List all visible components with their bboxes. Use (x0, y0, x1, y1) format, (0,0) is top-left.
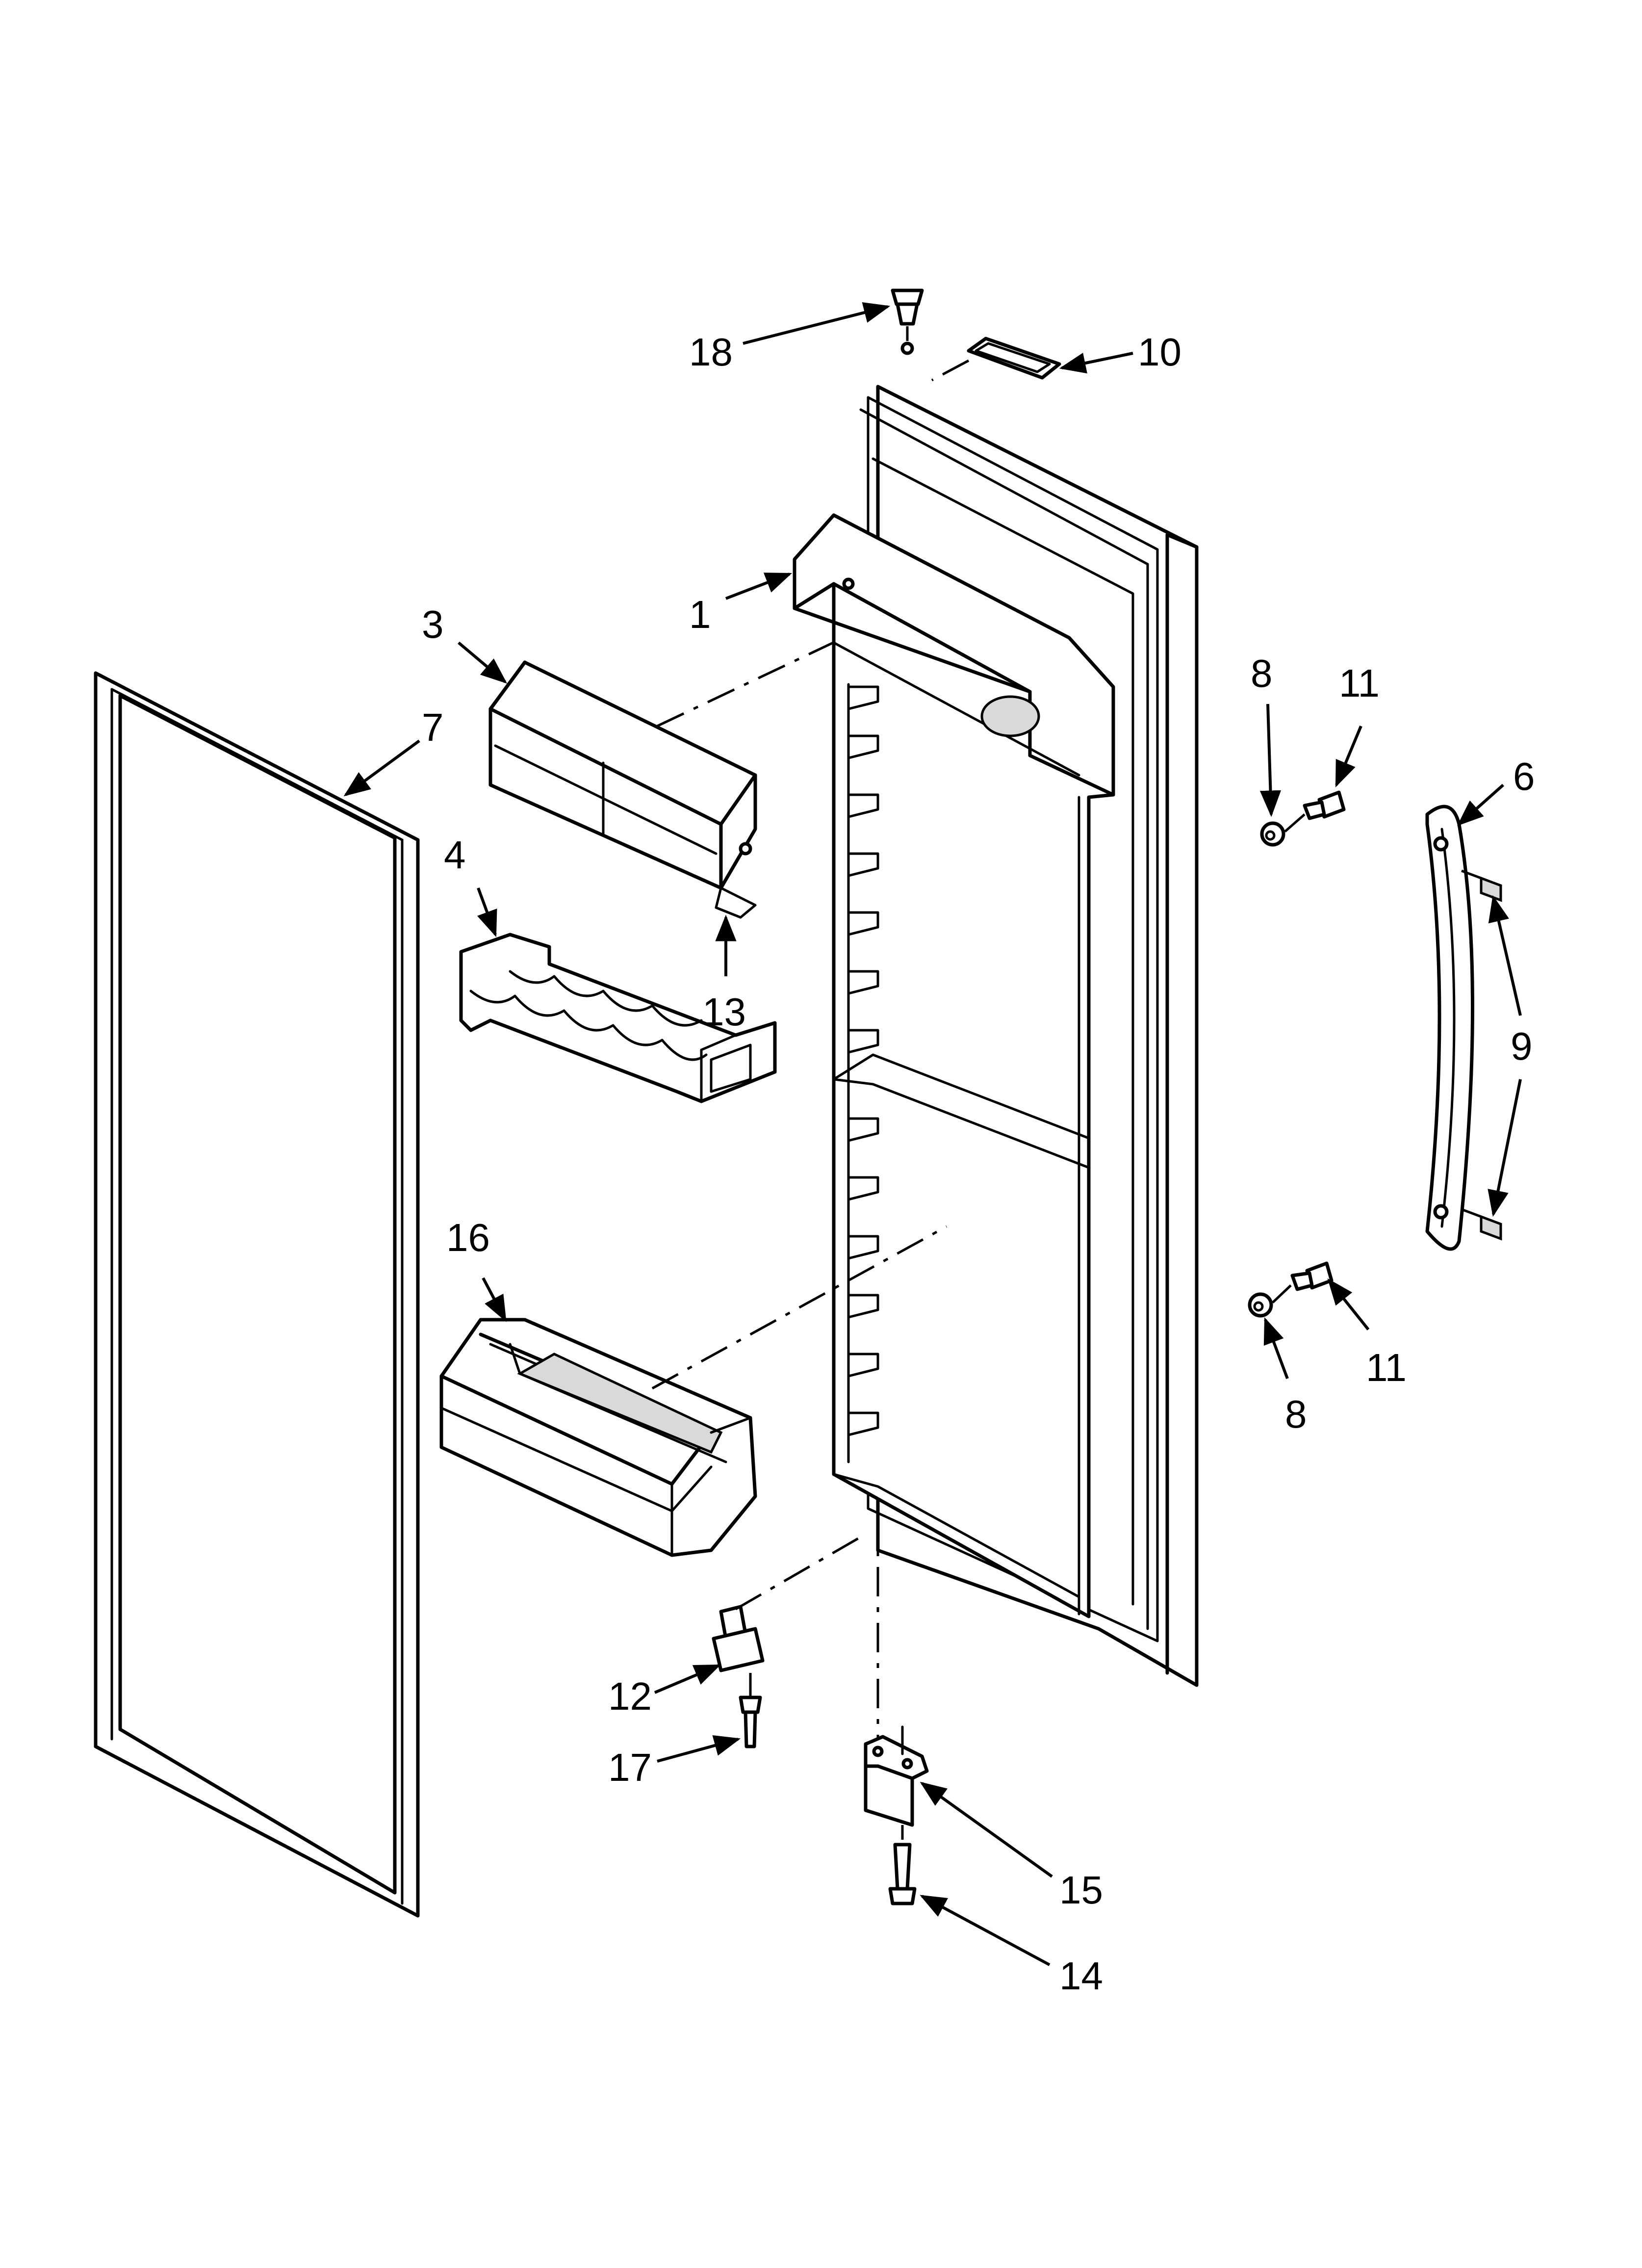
tray-part-4 (459, 933, 777, 1103)
cover-part-3 (488, 636, 845, 919)
callout-8-upper: 8 (1251, 652, 1273, 695)
setscrew-part-9-lower (1461, 1208, 1502, 1241)
hinge-bracket-part-15 (864, 1511, 929, 1827)
hinge-pin-part-12 (712, 1534, 864, 1697)
callout-18: 18 (689, 330, 733, 374)
callout-13: 13 (702, 990, 746, 1034)
screw-part-11-lower (1290, 1261, 1334, 1291)
washer-part-8-upper (1260, 813, 1306, 847)
screw-part-11-upper (1303, 790, 1346, 820)
callout-labels: 18 10 1 3 7 8 11 6 4 13 9 16 11 8 12 17 … (422, 330, 1535, 1998)
callout-14: 14 (1059, 1954, 1103, 1998)
washer-part-8-lower (1248, 1284, 1292, 1318)
callout-1: 1 (689, 593, 711, 636)
callout-11-lower: 11 (1366, 1346, 1407, 1389)
plug-part-18 (891, 288, 924, 355)
callout-6: 6 (1513, 755, 1535, 798)
leader-lines (343, 302, 1522, 1966)
callout-7: 7 (422, 705, 444, 749)
callout-12: 12 (608, 1674, 652, 1718)
callout-3: 3 (422, 602, 444, 646)
callout-15: 15 (1059, 1868, 1103, 1912)
callout-11-upper: 11 (1339, 661, 1380, 705)
callout-10: 10 (1138, 330, 1181, 374)
screw-part-17 (739, 1695, 762, 1748)
handle-part-6 (1425, 805, 1474, 1251)
callout-17: 17 (608, 1746, 652, 1789)
door-bin-part-16 (439, 1225, 948, 1557)
callout-4: 4 (444, 833, 466, 877)
door-gasket-part-7 (94, 671, 420, 1918)
cap-part-10 (931, 337, 1061, 382)
door-liner-part-1 (793, 385, 1199, 1687)
screw-part-14 (888, 1825, 917, 1905)
callout-16: 16 (446, 1216, 490, 1259)
callout-8-lower: 8 (1285, 1392, 1307, 1436)
callout-9: 9 (1511, 1024, 1533, 1068)
